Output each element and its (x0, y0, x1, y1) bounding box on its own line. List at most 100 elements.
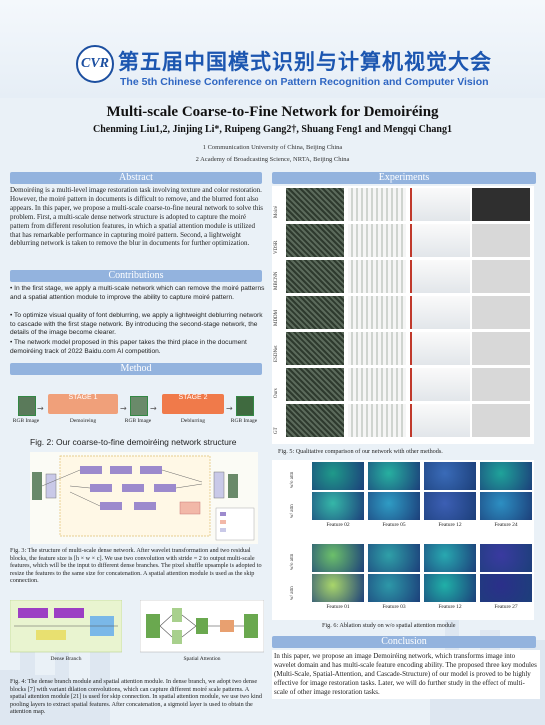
feature-map (312, 492, 364, 520)
conference-logo: CVR (76, 45, 114, 83)
feature-label: Feature 24 (494, 522, 518, 528)
contribution-1: • In the first stage, we apply a multi-s… (10, 285, 265, 301)
comparison-image-tile (410, 224, 470, 257)
feature-label: Feature 02 (326, 522, 350, 528)
ablation-row-label: w/ attn (290, 504, 295, 518)
comparison-image-tile (472, 332, 530, 365)
comparison-row-label: MDDM (274, 309, 279, 326)
feature-map (424, 492, 476, 520)
ablation-row-label: w/ attn (290, 586, 295, 600)
feature-map (312, 574, 364, 602)
comparison-image-tile (348, 296, 406, 329)
pipeline-label: RGB Image (124, 418, 152, 424)
output-image-thumbnail (236, 396, 254, 416)
comparison-row-label: VDSR (274, 240, 279, 254)
comparison-image-tile (286, 296, 344, 329)
feature-label: Feature 27 (494, 604, 518, 610)
feature-map (368, 492, 420, 520)
feature-map (368, 574, 420, 602)
fig2-caption: Fig. 2: Our coarse-to-fine demoiréing ne… (30, 437, 237, 447)
comparison-image-tile (286, 224, 344, 257)
pipeline-label: RGB Image (230, 418, 258, 424)
comparison-image-tile (286, 368, 344, 401)
comparison-image-tile (472, 368, 530, 401)
feature-map (480, 544, 532, 572)
contributions-heading: Contributions (10, 270, 262, 282)
feature-map (368, 462, 420, 490)
comparison-row-label: GT (274, 427, 279, 434)
stage-1-block: STAGE 1 (48, 394, 118, 414)
dense-branch-label: Dense Branch (50, 656, 82, 662)
pipeline-label: Deblurring (180, 418, 206, 424)
comparison-image-tile (286, 260, 344, 293)
abstract-heading: Abstract (10, 172, 262, 184)
ablation-row-label: w/o attn (290, 471, 295, 488)
dense-branch-diagram (10, 600, 122, 653)
comparison-image-tile (348, 224, 406, 257)
comparison-image-tile (472, 188, 530, 221)
pipeline-label: Demoireing (69, 418, 97, 424)
arrow-icon: → (150, 404, 157, 413)
comparison-image-tile (286, 404, 344, 437)
paper-authors: Chenming Liu1,2, Jinjing Li*, Ruipeng Ga… (93, 124, 452, 135)
abstract-text: Demoiréing is a multi-level image restor… (10, 186, 263, 248)
comparison-image-tile (410, 404, 470, 437)
conference-title-cn: 第五届中国模式识别与计算机视觉大会 (118, 50, 492, 74)
spatial-attention-diagram (140, 600, 264, 653)
comparison-image-tile (472, 404, 530, 437)
experiments-heading: Experiments (272, 172, 536, 184)
ablation-row-label: w/o attn (290, 553, 295, 570)
contribution-2: • To optimize visual quality of font deb… (10, 312, 263, 337)
paper-title: Multi-scale Coarse-to-Fine Network for D… (106, 104, 439, 120)
comparison-image-tile (410, 332, 470, 365)
affiliation-2: 2 Academy of Broadcasting Science, NRTA,… (195, 156, 350, 163)
comparison-image-tile (348, 260, 406, 293)
arrow-icon: → (120, 404, 127, 413)
feature-label: Feature 03 (382, 604, 406, 610)
comparison-image-tile (286, 188, 344, 221)
fig4-caption: Fig. 4: The dense branch module and spat… (10, 678, 262, 716)
feature-label: Feature 05 (382, 522, 406, 528)
conference-title-en: The 5th Chinese Conference on Pattern Re… (120, 76, 489, 88)
feature-map (424, 574, 476, 602)
feature-label: Feature 12 (438, 522, 462, 528)
feature-map (480, 462, 532, 490)
fig6-caption: Fig. 6: Ablation study on w/o spatial at… (322, 622, 456, 629)
method-heading: Method (10, 363, 262, 375)
contribution-3: • The network model proposed in this pap… (10, 339, 247, 355)
feature-label: Feature 12 (438, 604, 462, 610)
feature-label: Feature 01 (326, 604, 350, 610)
feature-map (424, 462, 476, 490)
fig5-caption: Fig. 5: Qualitative comparison of our ne… (278, 448, 443, 455)
comparison-image-tile (410, 188, 470, 221)
comparison-row-label: ESDNet (274, 345, 279, 362)
comparison-image-tile (348, 332, 406, 365)
comparison-image-tile (348, 404, 406, 437)
comparison-image-tile (410, 260, 470, 293)
arrow-icon: → (37, 404, 44, 413)
comparison-image-tile (472, 260, 530, 293)
spatial-attention-label: Spatial Attention (183, 656, 221, 662)
comparison-image-tile (286, 332, 344, 365)
conclusion-text: In this paper, we propose an image Demoi… (272, 650, 540, 699)
comparison-row-label: MBCNN (274, 271, 279, 290)
comparison-image-tile (472, 224, 530, 257)
feature-map (480, 574, 532, 602)
comparison-row-label: Moiré (274, 205, 279, 218)
comparison-image-tile (348, 368, 406, 401)
feature-map (312, 544, 364, 572)
arrow-icon: → (226, 404, 233, 413)
comparison-image-tile (410, 368, 470, 401)
feature-map (368, 544, 420, 572)
pipeline-label: RGB Image (12, 418, 40, 424)
fig3-caption: Fig. 3: The structure of multi-scale den… (10, 547, 262, 585)
comparison-image-tile (410, 296, 470, 329)
comparison-row-label: Ours (274, 388, 279, 398)
conclusion-heading: Conclusion (272, 636, 536, 648)
feature-map (480, 492, 532, 520)
comparison-image-tile (472, 296, 530, 329)
feature-map (424, 544, 476, 572)
affiliation-1: 1 Communication University of China, Bei… (202, 144, 343, 151)
feature-map (312, 462, 364, 490)
